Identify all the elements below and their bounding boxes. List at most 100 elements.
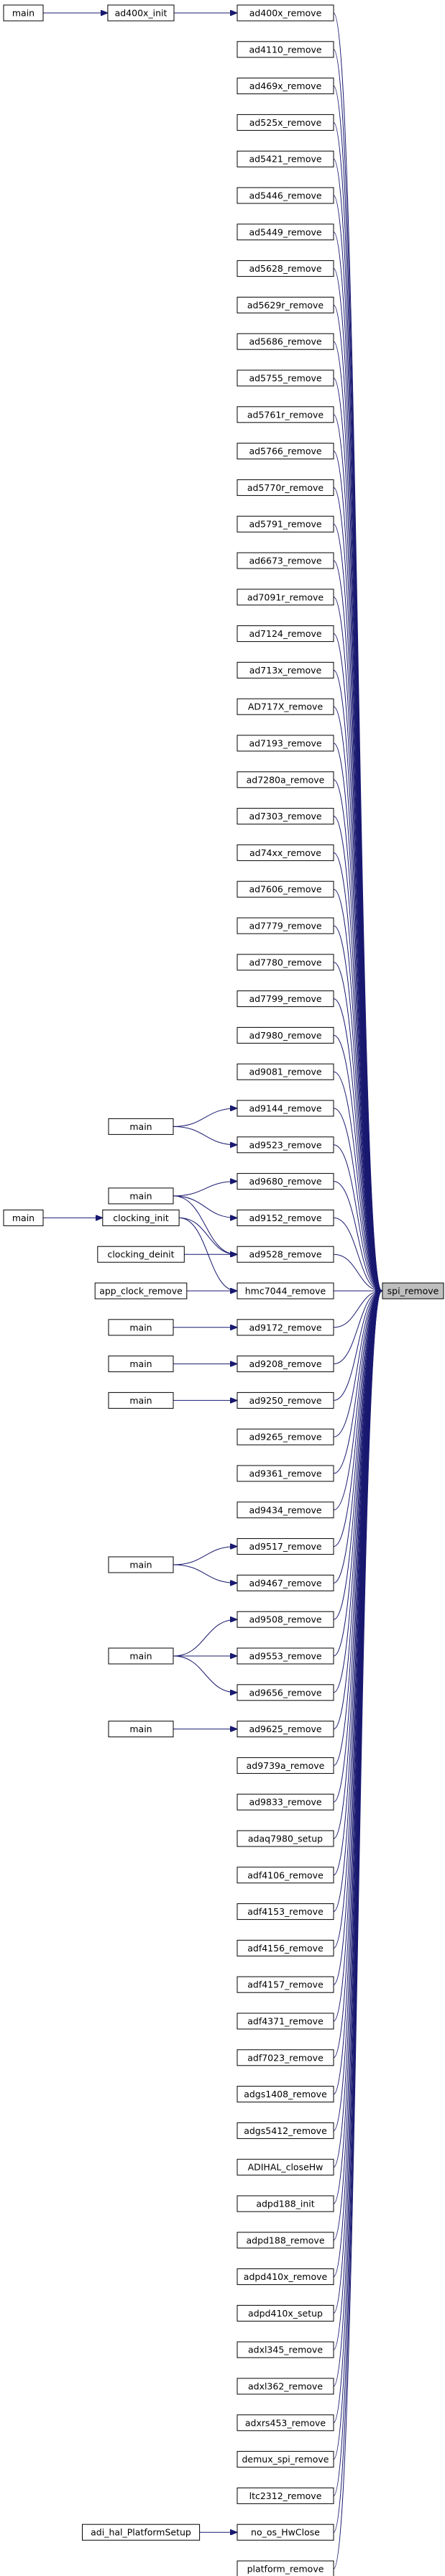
node-box[interactable] — [237, 2195, 334, 2212]
graph-node-adxl345[interactable]: adxl345_remove — [237, 2341, 334, 2358]
graph-node-ad5629r[interactable]: ad5629r_remove — [237, 296, 334, 313]
graph-node-ad4110[interactable]: ad4110_remove — [237, 41, 334, 58]
node-box[interactable] — [237, 954, 334, 971]
node-box[interactable] — [237, 1356, 334, 1373]
graph-node-ad7193[interactable]: ad7193_remove — [237, 735, 334, 752]
graph-node-ad7303[interactable]: ad7303_remove — [237, 808, 334, 825]
node-box[interactable] — [237, 808, 334, 825]
node-box[interactable] — [237, 2451, 334, 2468]
node-box[interactable] — [237, 1574, 334, 1591]
graph-node-hmc7044[interactable]: hmc7044_remove — [237, 1282, 334, 1300]
node-box[interactable] — [237, 917, 334, 934]
graph-node-main_top[interactable]: main — [3, 4, 44, 22]
graph-node-adf7023[interactable]: adf7023_remove — [237, 2049, 334, 2066]
graph-node-main_i[interactable]: main — [108, 1721, 174, 1738]
graph-node-ad400x_init[interactable]: ad400x_init — [107, 4, 175, 22]
node-box[interactable] — [237, 1465, 334, 1482]
node-box[interactable] — [102, 1209, 180, 1226]
node-box[interactable] — [237, 735, 334, 752]
node-box[interactable] — [237, 78, 334, 95]
node-box[interactable] — [237, 2158, 334, 2176]
graph-node-adgs5412[interactable]: adgs5412_remove — [237, 2122, 334, 2139]
graph-node-ad713x[interactable]: ad713x_remove — [237, 661, 334, 678]
node-box[interactable] — [237, 1939, 334, 1956]
graph-node-adpd188_init[interactable]: adpd188_init — [237, 2195, 334, 2212]
node-box[interactable] — [237, 1757, 334, 1774]
graph-node-adi_hal[interactable]: adi_hal_PlatformSetup — [82, 2524, 201, 2541]
node-box[interactable] — [237, 589, 334, 606]
graph-node-ad7980[interactable]: ad7980_remove — [237, 1026, 334, 1044]
node-box[interactable] — [94, 1282, 188, 1300]
node-box[interactable] — [237, 443, 334, 460]
graph-node-main_b[interactable]: main — [108, 1187, 174, 1205]
graph-node-ad7780[interactable]: ad7780_remove — [237, 954, 334, 971]
graph-node-ad5766[interactable]: ad5766_remove — [237, 443, 334, 460]
node-box[interactable] — [237, 698, 334, 715]
graph-node-clocking_deinit[interactable]: clocking_deinit — [97, 1246, 185, 1263]
graph-node-main_f[interactable]: main — [108, 1392, 174, 1409]
node-box[interactable] — [237, 2268, 334, 2286]
graph-node-ad9152[interactable]: ad9152_remove — [237, 1209, 334, 1226]
graph-node-ad7799[interactable]: ad7799_remove — [237, 990, 334, 1008]
graph-node-app_clock_remove[interactable]: app_clock_remove — [94, 1282, 188, 1300]
graph-node-main_c[interactable]: main — [3, 1209, 44, 1226]
node-box[interactable] — [237, 2560, 334, 2576]
graph-node-ad5628[interactable]: ad5628_remove — [237, 260, 334, 277]
graph-node-ad5791[interactable]: ad5791_remove — [237, 515, 334, 533]
graph-node-ad5446[interactable]: ad5446_remove — [237, 187, 334, 204]
graph-node-adaq7980[interactable]: adaq7980_setup — [237, 1830, 334, 1847]
graph-node-adpd188_remove[interactable]: adpd188_remove — [237, 2232, 334, 2249]
node-box[interactable] — [237, 844, 334, 861]
node-box[interactable] — [237, 1830, 334, 1847]
node-box[interactable] — [237, 1976, 334, 1993]
node-box[interactable] — [108, 1319, 174, 1336]
node-box[interactable] — [237, 990, 334, 1008]
graph-node-main_a[interactable]: main — [108, 1118, 174, 1135]
graph-node-main_h[interactable]: main — [108, 1647, 174, 1665]
node-box[interactable] — [237, 1611, 334, 1628]
node-box[interactable] — [3, 4, 44, 22]
node-box[interactable] — [237, 1721, 334, 1738]
graph-node-no_os_HwClose[interactable]: no_os_HwClose — [237, 2524, 334, 2541]
node-box[interactable] — [237, 1428, 334, 1445]
node-box[interactable] — [108, 1356, 174, 1373]
node-box[interactable] — [237, 296, 334, 313]
graph-node-ad9250[interactable]: ad9250_remove — [237, 1392, 334, 1409]
graph-node-adxl362[interactable]: adxl362_remove — [237, 2378, 334, 2395]
node-box[interactable] — [237, 2012, 334, 2030]
graph-node-ad9508[interactable]: ad9508_remove — [237, 1611, 334, 1628]
node-box[interactable] — [108, 1392, 174, 1409]
graph-node-adf4106[interactable]: adf4106_remove — [237, 1867, 334, 1884]
node-box[interactable] — [237, 224, 334, 241]
graph-node-ad9144[interactable]: ad9144_remove — [237, 1100, 334, 1117]
graph-node-ad5770r[interactable]: ad5770r_remove — [237, 479, 334, 496]
node-box[interactable] — [108, 1721, 174, 1738]
node-box[interactable] — [237, 1319, 334, 1336]
graph-node-ad7606[interactable]: ad7606_remove — [237, 880, 334, 898]
graph-node-ad74xx[interactable]: ad74xx_remove — [237, 844, 334, 861]
graph-node-platform_remove[interactable]: platform_remove — [237, 2560, 334, 2576]
graph-node-ad7280a[interactable]: ad7280a_remove — [237, 771, 334, 788]
node-box[interactable] — [382, 1282, 444, 1300]
graph-node-ad9208[interactable]: ad9208_remove — [237, 1356, 334, 1373]
graph-node-adf4371[interactable]: adf4371_remove — [237, 2012, 334, 2030]
graph-node-ad9081[interactable]: ad9081_remove — [237, 1063, 334, 1080]
node-box[interactable] — [237, 552, 334, 569]
node-box[interactable] — [237, 1100, 334, 1117]
node-box[interactable] — [3, 1209, 44, 1226]
node-box[interactable] — [237, 771, 334, 788]
graph-node-ad9467[interactable]: ad9467_remove — [237, 1574, 334, 1591]
graph-node-main_e[interactable]: main — [108, 1356, 174, 1373]
node-box[interactable] — [237, 515, 334, 533]
node-box[interactable] — [237, 2304, 334, 2322]
graph-node-ad5449[interactable]: ad5449_remove — [237, 224, 334, 241]
node-box[interactable] — [237, 187, 334, 204]
graph-node-demux[interactable]: demux_spi_remove — [237, 2451, 334, 2468]
graph-node-spi_remove[interactable]: spi_remove — [382, 1282, 444, 1300]
graph-node-clocking_init[interactable]: clocking_init — [102, 1209, 180, 1226]
node-box[interactable] — [237, 2341, 334, 2358]
graph-node-adxrs453[interactable]: adxrs453_remove — [237, 2414, 334, 2432]
node-box[interactable] — [108, 1647, 174, 1665]
node-box[interactable] — [237, 114, 334, 131]
node-box[interactable] — [237, 2232, 334, 2249]
